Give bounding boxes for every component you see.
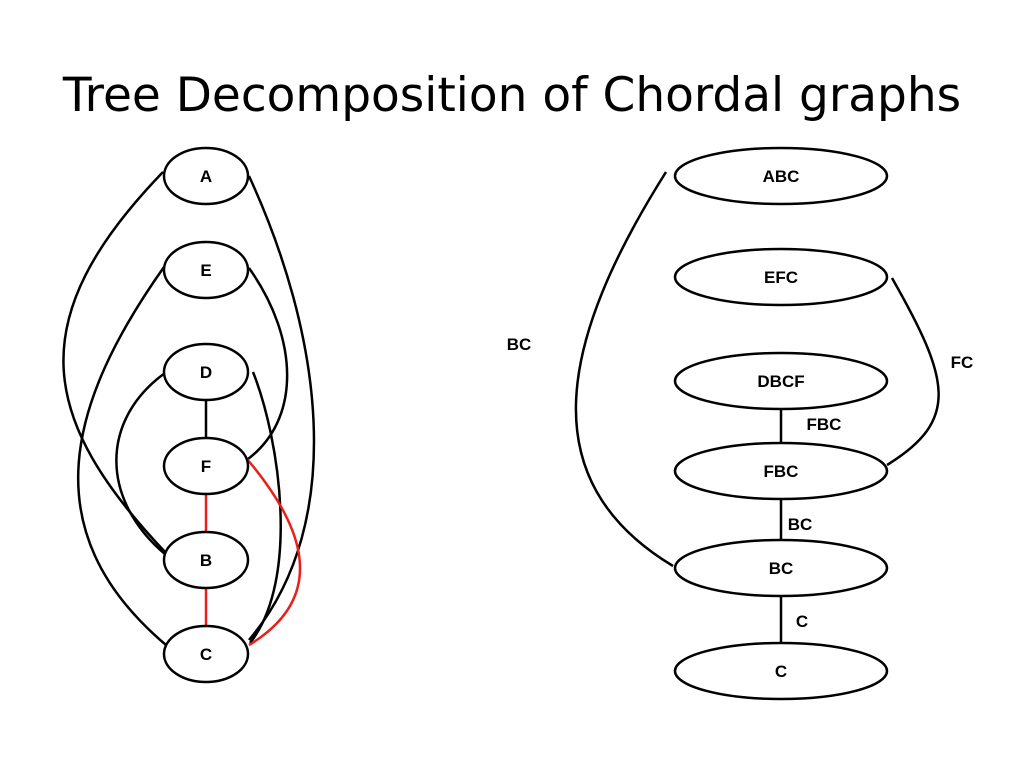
tree-edge-efc-fbc bbox=[886, 277, 940, 467]
node-b-label: B bbox=[200, 551, 212, 570]
tree-bag-dbcf: DBCF bbox=[673, 351, 889, 411]
tree-edge-abc-bc bbox=[574, 171, 674, 568]
edge-a-b bbox=[62, 171, 167, 554]
bag-abc-label: ABC bbox=[763, 167, 800, 186]
edge-f-c bbox=[246, 458, 302, 647]
graph-node-d: D bbox=[162, 342, 250, 402]
chordal-graph: A E D F B C bbox=[62, 146, 316, 684]
tree-bag-abc: ABC bbox=[673, 146, 889, 206]
tree-bag-efc: EFC bbox=[673, 247, 889, 307]
graph-node-f: F bbox=[162, 436, 250, 496]
node-a-shape bbox=[162, 146, 250, 206]
edge-d-b bbox=[115, 371, 167, 556]
bag-fbc-shape bbox=[673, 441, 889, 501]
edge-e-c bbox=[76, 266, 167, 646]
node-f-label: F bbox=[201, 457, 211, 476]
edge-e-f bbox=[247, 267, 289, 460]
graph-node-e: E bbox=[162, 240, 250, 300]
edge-d-c bbox=[249, 371, 282, 644]
graph-node-a: A bbox=[162, 146, 250, 206]
node-c-shape bbox=[162, 624, 250, 684]
node-c-label: C bbox=[200, 645, 212, 664]
bag-c-shape bbox=[673, 641, 889, 701]
tree-edge-label-fbc-bc: BC bbox=[788, 515, 813, 534]
tree-bag-c: C bbox=[673, 641, 889, 701]
bag-dbcf-shape bbox=[673, 351, 889, 411]
graph-edges bbox=[62, 171, 316, 647]
graph-node-b: B bbox=[162, 530, 250, 590]
tree-edges bbox=[574, 171, 940, 643]
node-d-label: D bbox=[200, 363, 212, 382]
slide-title: Tree Decomposition of Chordal graphs bbox=[62, 68, 962, 123]
tree-bag-fbc: FBC bbox=[673, 441, 889, 501]
bag-efc-shape bbox=[673, 247, 889, 307]
node-a-label: A bbox=[200, 167, 212, 186]
node-d-shape bbox=[162, 342, 250, 402]
tree-bag-bc: BC bbox=[673, 538, 889, 598]
bag-efc-label: EFC bbox=[764, 268, 798, 287]
node-b-shape bbox=[162, 530, 250, 590]
node-f-shape bbox=[162, 436, 250, 496]
tree-edge-label-bc-c: C bbox=[796, 612, 808, 631]
bag-fbc-label: FBC bbox=[764, 462, 799, 481]
bag-c-label: C bbox=[775, 662, 787, 681]
node-e-shape bbox=[162, 240, 250, 300]
edge-a-c bbox=[247, 175, 316, 641]
tree-decomposition: BC FC FBC BC C ABC EFC DBCF FBC BC C bbox=[507, 146, 974, 701]
node-e-label: E bbox=[200, 261, 211, 280]
tree-edge-label-dbcf-fbc: FBC bbox=[807, 415, 842, 434]
bag-bc-label: BC bbox=[769, 559, 794, 578]
graph-node-c: C bbox=[162, 624, 250, 684]
bag-abc-shape bbox=[673, 146, 889, 206]
bag-dbcf-label: DBCF bbox=[757, 372, 804, 391]
tree-edge-label-abc-bc: BC bbox=[507, 335, 532, 354]
tree-edge-label-efc-fbc: FC bbox=[951, 353, 974, 372]
bag-bc-shape bbox=[673, 538, 889, 598]
